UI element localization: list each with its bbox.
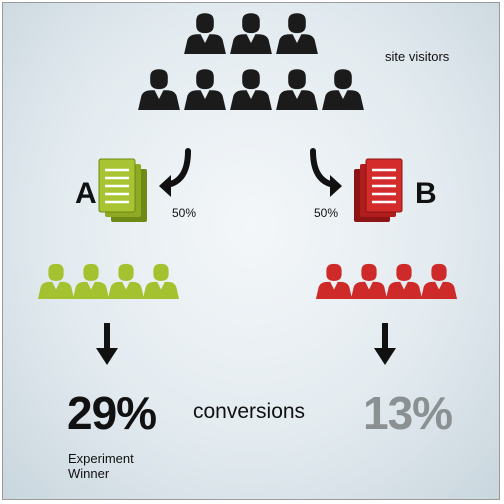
person-icon <box>230 13 272 54</box>
document-b-icon <box>354 158 403 222</box>
person-icon <box>385 263 423 299</box>
person-icon <box>107 263 145 299</box>
variant-b-conversion-rate: 13% <box>363 387 453 439</box>
person-icon <box>276 13 318 54</box>
person-icon <box>184 69 226 110</box>
person-icon <box>230 69 272 110</box>
variant-b-split: 50% <box>314 206 339 220</box>
variant-a-split: 50% <box>172 206 197 220</box>
diagram-art <box>37 13 458 365</box>
variant-b-letter: B <box>415 177 437 210</box>
site-visitors-label: site visitors <box>385 49 450 64</box>
person-icon <box>138 69 180 110</box>
variant-a-letter: A <box>75 177 97 210</box>
down-arrow-a-icon <box>96 323 118 365</box>
person-icon <box>315 263 353 299</box>
conversions-label: conversions <box>193 400 306 423</box>
arrowhead-left-icon <box>159 175 171 197</box>
person-icon <box>184 13 226 54</box>
person-icon <box>37 263 75 299</box>
variant-a-visitors-group <box>37 263 180 299</box>
experiment-winner-label: Experiment Winner <box>68 451 134 481</box>
variant-a-conversion-rate: 29% <box>67 387 157 439</box>
arrowhead-right-icon <box>330 175 342 197</box>
down-arrow-b-icon <box>374 323 396 365</box>
ab-test-diagram: site visitors A B 50% 50% 29% conversion… <box>2 2 500 500</box>
person-icon <box>276 69 318 110</box>
person-icon <box>142 263 180 299</box>
person-icon <box>322 69 364 110</box>
document-a-icon <box>98 158 147 222</box>
person-icon <box>420 263 458 299</box>
person-icon <box>350 263 388 299</box>
site-visitors-group <box>138 13 364 110</box>
variant-b-visitors-group <box>315 263 458 299</box>
person-icon <box>72 263 110 299</box>
